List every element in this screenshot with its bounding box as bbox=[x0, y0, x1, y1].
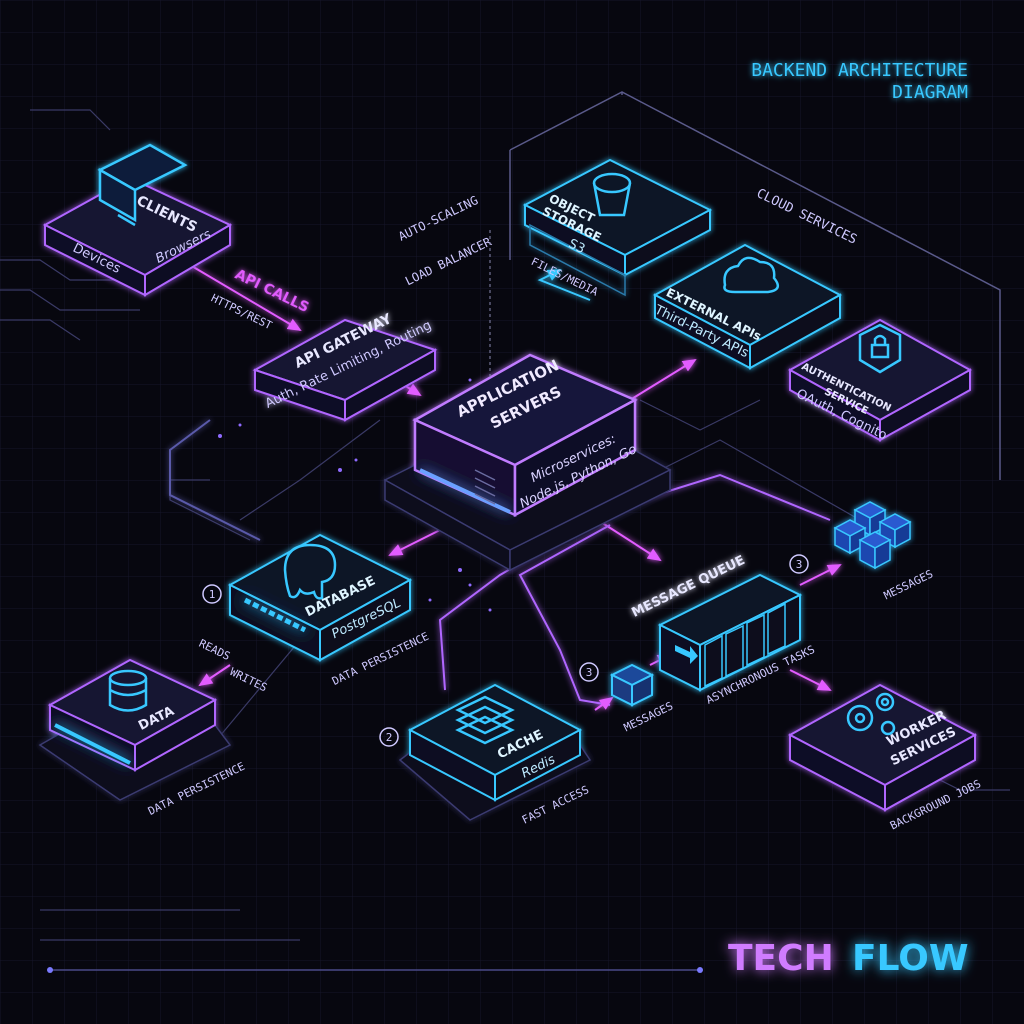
database-icon bbox=[108, 669, 148, 712]
queue-slots bbox=[704, 602, 786, 688]
arrow-cube-to-queue bbox=[594, 696, 614, 711]
arrow-db-to-data bbox=[198, 664, 231, 687]
object-storage-node[interactable]: OBJECT STORAGE S3 bbox=[522, 158, 713, 297]
bucket-icon bbox=[592, 172, 632, 217]
svg-text:3: 3 bbox=[796, 558, 803, 571]
worker-services-node[interactable]: WORKER SERVICES bbox=[787, 683, 978, 812]
cloud-services-region bbox=[509, 91, 1001, 480]
arrow-app-to-db bbox=[388, 529, 441, 556]
step-2-badge: 2 bbox=[379, 727, 399, 747]
queue-arrow-icon bbox=[675, 645, 698, 664]
database-node[interactable]: DATABASE PostgreSQL bbox=[227, 533, 413, 662]
diagram-title-line1: BACKEND ARCHITECTURE bbox=[751, 60, 968, 81]
data-node[interactable]: DATA bbox=[38, 658, 232, 801]
line-cache-to-queue bbox=[518, 524, 611, 706]
brand-part1: TECH bbox=[728, 938, 834, 979]
gears-icon bbox=[846, 692, 896, 736]
svg-text:3: 3 bbox=[586, 666, 593, 679]
clients-node[interactable]: CLIENTS Devices Browsers bbox=[42, 143, 233, 297]
message-cubes-icon bbox=[833, 501, 912, 570]
message-cube-icon bbox=[609, 663, 655, 707]
brand-logo: TECH FLOW bbox=[728, 938, 969, 979]
lock-shield-icon bbox=[858, 323, 902, 374]
line-storage bbox=[537, 269, 591, 301]
storage-sub: S3 bbox=[566, 236, 587, 257]
bottom-trace bbox=[47, 967, 703, 973]
line-gateway-db bbox=[169, 419, 261, 541]
step-3a-badge: 3 bbox=[579, 662, 599, 682]
application-servers-node[interactable]: APPLICATION SERVERS Microservices: Node.… bbox=[383, 353, 672, 572]
svg-text:1: 1 bbox=[209, 588, 216, 601]
redis-stack-icon bbox=[455, 695, 515, 745]
elephant-icon bbox=[283, 543, 337, 600]
sparkles bbox=[218, 358, 492, 612]
cloud-icon bbox=[723, 256, 780, 294]
arrow-app-to-external bbox=[629, 358, 697, 401]
arrow-queue-to-messages bbox=[799, 564, 842, 586]
step-1-badge: 1 bbox=[202, 584, 222, 604]
diagram-title-line2: DIAGRAM bbox=[892, 82, 968, 103]
svg-text:2: 2 bbox=[386, 731, 393, 744]
step-3b-badge: 3 bbox=[789, 554, 809, 574]
monitor-icon bbox=[97, 143, 188, 227]
server-vents bbox=[474, 469, 496, 505]
cache-node[interactable]: CACHE Redis bbox=[398, 683, 592, 821]
arrow-clients-to-gateway bbox=[189, 264, 302, 332]
brand-part2: FLOW bbox=[852, 938, 969, 979]
arrow-queue-to-worker bbox=[789, 669, 832, 691]
authentication-service-node[interactable]: AUTHENTICATION SERVICE OAuth, Cognito bbox=[787, 318, 973, 443]
